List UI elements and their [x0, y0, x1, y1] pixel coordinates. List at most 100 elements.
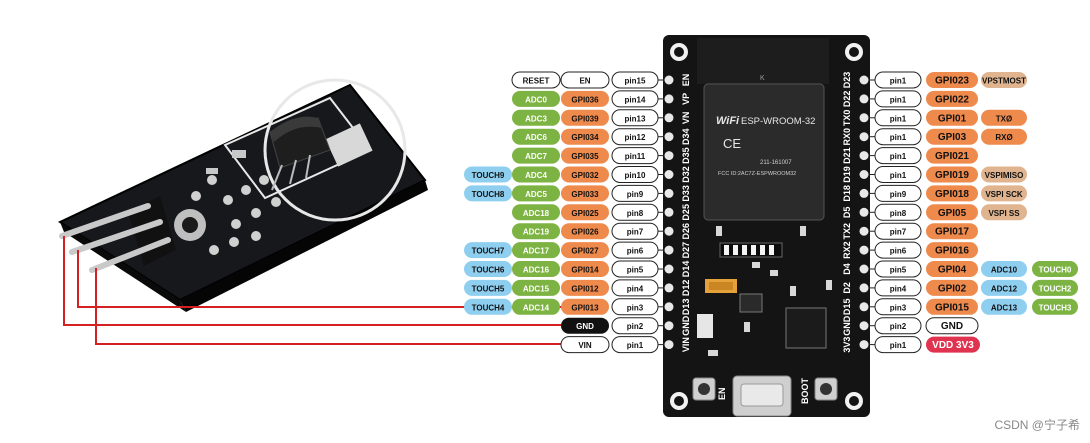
right-label: ADC12: [981, 279, 1027, 296]
left-pin-number-text: pin13: [625, 114, 646, 123]
right-label: TOUCH3: [1032, 298, 1078, 315]
left-silk-label: VN: [681, 112, 691, 125]
left-pin-number-text: pin2: [627, 322, 644, 331]
left-label-text: GPI027: [571, 247, 599, 256]
wire-gnd: [63, 236, 566, 326]
right-pin-number-text: pin1: [890, 152, 907, 161]
left-pin-hole: [664, 75, 674, 85]
right-label: TXØ: [981, 109, 1027, 126]
right-pin-hole: [859, 151, 869, 161]
left-silk-label: VIN: [681, 337, 691, 352]
left-label-text: TOUCH9: [472, 171, 505, 180]
left-pin-number: pin15: [611, 71, 659, 89]
left-pin-number-text: pin4: [627, 284, 644, 293]
left-label: ADC4: [512, 166, 560, 183]
left-silk-label: EN: [681, 74, 691, 87]
left-label-text: GPI032: [571, 171, 599, 180]
left-pin-number: pin8: [611, 203, 659, 221]
right-pin-number: pin9: [874, 184, 922, 202]
right-pin-number-text: pin7: [890, 228, 907, 237]
right-label: GPI015: [926, 298, 978, 315]
right-silk-label: D22: [842, 91, 852, 108]
left-silk-label: D14: [681, 261, 691, 278]
right-label-text: VDD 3V3: [932, 340, 974, 351]
left-label-text: TOUCH4: [472, 303, 505, 312]
right-pin-number: pin1: [874, 147, 922, 165]
left-silk-label: D32: [681, 166, 691, 183]
left-label: ADC7: [512, 147, 560, 164]
left-label-text: GPI014: [571, 266, 599, 275]
right-pin-number: pin1: [874, 109, 922, 127]
left-label: TOUCH9: [464, 166, 512, 183]
left-label-text: ADC17: [523, 247, 550, 256]
right-pin-number-text: pin8: [890, 209, 907, 218]
left-label: ADC5: [512, 185, 560, 202]
left-label: ADC15: [512, 279, 560, 296]
sensor-chip-leg-3: [305, 154, 311, 179]
left-label: GPI027: [561, 242, 609, 259]
left-label: GPI032: [561, 166, 609, 183]
right-pin-number: pin2: [874, 317, 922, 335]
left-pin-hole: [664, 170, 674, 179]
right-pin-number: pin3: [874, 298, 922, 316]
left-pin-number-text: pin3: [627, 303, 644, 312]
left-pin-hole: [664, 151, 674, 161]
right-pin-number-text: pin6: [890, 247, 907, 256]
right-pin-number: pin7: [874, 222, 922, 240]
right-pin-number: pin4: [874, 279, 922, 297]
right-label: ADC13: [981, 298, 1027, 315]
left-silk-label: D12: [681, 280, 691, 297]
right-label-text: RXØ: [995, 133, 1012, 142]
left-pin-number: pin14: [611, 90, 659, 108]
left-row: pin10 TOUCH9 ADC4 GPI032: [464, 166, 664, 183]
right-pin-number: pin1: [874, 166, 922, 183]
right-label-text: VSPI SCK: [985, 190, 1023, 199]
left-pin-hole: [664, 207, 674, 217]
right-pin-hole: [859, 132, 869, 142]
boot-button-label: BOOT: [800, 377, 810, 404]
left-pin-hole: [664, 113, 674, 123]
left-pin-number: pin13: [611, 109, 659, 127]
esp32-mount-holes: [670, 43, 863, 410]
sensor-pad: [325, 123, 373, 167]
right-label: GPI01: [926, 109, 978, 126]
left-pin-number-text: pin9: [627, 190, 644, 199]
right-pin-hole: [859, 283, 869, 293]
right-label-text: GPI017: [935, 227, 969, 238]
right-silk-label: D5: [842, 207, 852, 219]
left-label-text: RESET: [523, 77, 550, 86]
left-pin-number: pin10: [611, 166, 659, 183]
left-pin-hole: [664, 245, 674, 255]
left-label: RESET: [511, 71, 561, 89]
right-pin-number: pin8: [874, 203, 922, 221]
right-silk-label: GND: [842, 315, 852, 336]
right-label-text: GPI021: [935, 151, 969, 162]
right-label-text: GPI023: [935, 76, 969, 87]
right-label: ADC10: [981, 261, 1027, 277]
sensor-chip-leg-2: [289, 159, 297, 185]
right-silk-label: D2: [842, 282, 852, 294]
left-label-text: ADC14: [523, 303, 550, 312]
right-label-text: GPI01: [938, 113, 967, 124]
left-pin-number: pin3: [611, 298, 659, 316]
left-pin-number: pin12: [611, 128, 659, 146]
right-silk-label: D4: [842, 263, 852, 275]
right-pin-number-text: pin9: [890, 190, 907, 199]
right-silk-label: TX2: [842, 223, 852, 240]
sensor-resistor: [232, 150, 246, 158]
right-pin-number-text: pin1: [890, 77, 907, 86]
left-label-text: GND: [576, 322, 594, 331]
right-label: VSPI SCK: [981, 185, 1027, 202]
left-silk-label: D25: [681, 204, 691, 221]
